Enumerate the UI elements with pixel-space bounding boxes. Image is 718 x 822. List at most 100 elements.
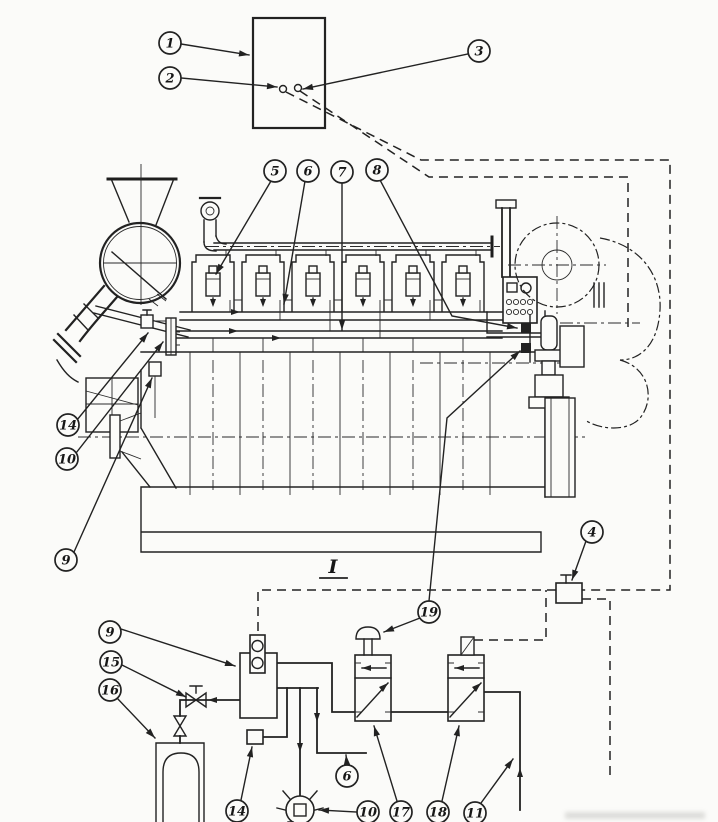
instrument-panel [486, 276, 541, 363]
callout-number: 9 [61, 554, 70, 569]
callout-balloon [467, 39, 491, 63]
callout-5: 5 [215, 159, 287, 275]
strainer [246, 729, 264, 745]
starting-pilot-valve [521, 323, 531, 333]
callout-number: 16 [101, 684, 119, 699]
shutoff-valve [172, 685, 207, 744]
injection-pump [205, 265, 221, 307]
front-end-fittings [140, 309, 180, 418]
callout-number: 18 [429, 806, 447, 821]
callout-balloon [580, 520, 604, 544]
callout-1: 1 [158, 31, 250, 57]
control-valve-17 [354, 626, 392, 722]
injection-pump [455, 265, 471, 307]
control-box-port-left [278, 84, 288, 94]
callout-number: 7 [337, 166, 346, 181]
main-starting-valve [239, 634, 278, 719]
callout-balloon [417, 600, 441, 624]
starter-motor [528, 315, 585, 409]
generator-phantom-outline [420, 237, 661, 429]
callout-14: 14 [225, 746, 254, 822]
callout-balloon [330, 160, 354, 184]
callout-number: 6 [303, 165, 312, 180]
pilot-component-4 [555, 574, 583, 604]
cylinder-heads [191, 250, 485, 312]
callout-number: 10 [58, 453, 76, 468]
vent-pipe [198, 196, 227, 252]
engine-side-view [52, 164, 661, 553]
injection-pump [255, 265, 271, 307]
callout-6: 6 [282, 159, 320, 305]
callout-14: 14 [56, 332, 149, 437]
callout-number: 8 [372, 164, 381, 179]
callout-balloon [55, 447, 79, 471]
callout-10: 10 [318, 800, 380, 822]
crankshaft-nose [109, 414, 121, 459]
push-button [355, 626, 381, 656]
callout-number: 2 [164, 72, 174, 87]
callout-number: 6 [342, 770, 351, 785]
callout-9: 9 [54, 377, 153, 572]
callout-balloon [365, 158, 389, 182]
callout-balloon [99, 650, 123, 674]
section-label: I [319, 556, 348, 579]
callout-balloon [54, 548, 78, 572]
callout-number: 14 [228, 805, 246, 820]
callout-19: 19 [383, 350, 521, 633]
callout-balloon [335, 764, 359, 788]
callout-number: 5 [270, 165, 279, 180]
flywheel-housing [544, 397, 576, 498]
callout-number: 15 [102, 656, 120, 671]
callout-9: 9 [98, 620, 236, 667]
pilot-head [460, 636, 475, 656]
fuel-rail-pipe [206, 235, 500, 258]
callout-balloon [296, 159, 320, 183]
callout-number: 19 [420, 606, 438, 621]
print-smudge [565, 812, 705, 819]
callout-6: 6 [335, 754, 359, 788]
intake-funnel [106, 164, 178, 305]
fuel-inlet-fitting [140, 314, 154, 329]
callout-number: 14 [59, 419, 77, 434]
flywheel [508, 216, 606, 314]
schematic-pipes [185, 662, 523, 811]
exhaust-pipe [495, 199, 517, 278]
callout-balloon [158, 31, 182, 55]
callout-10: 10 [55, 341, 164, 471]
callout-balloon [389, 800, 413, 822]
callout-balloon [56, 413, 80, 437]
callout-number: 10 [359, 806, 377, 821]
callout-balloon [225, 799, 249, 822]
callout-11: 11 [463, 758, 514, 822]
remote-control-dashed-lines [257, 90, 671, 778]
turbocharger-silencer [98, 221, 182, 307]
remote-control-box [251, 16, 327, 130]
callout-16: 16 [98, 678, 156, 739]
callout-number: 1 [165, 37, 174, 52]
starting-air-bottle [155, 742, 205, 822]
callout-number: 3 [474, 45, 483, 60]
callout-number: 9 [105, 626, 114, 641]
callout-3: 3 [302, 39, 491, 91]
callout-balloon [98, 620, 122, 644]
injection-pump [305, 265, 321, 307]
callout-2: 2 [158, 66, 278, 90]
callout-balloon [426, 800, 450, 822]
charge-air-elbow [52, 284, 191, 433]
injection-pump [405, 265, 421, 307]
section-label-text: I [328, 556, 339, 578]
callout-balloon [263, 159, 287, 183]
callout-8: 8 [365, 158, 518, 330]
callout-number: 11 [466, 807, 484, 822]
callout-balloon [356, 800, 380, 822]
callout-7: 7 [330, 160, 354, 331]
fuel-lines [175, 300, 503, 352]
engine-block [78, 310, 585, 498]
engine-base [140, 486, 546, 553]
starting-air-schematic [155, 574, 583, 822]
injection-pump [355, 265, 371, 307]
hand-pump [276, 790, 324, 822]
